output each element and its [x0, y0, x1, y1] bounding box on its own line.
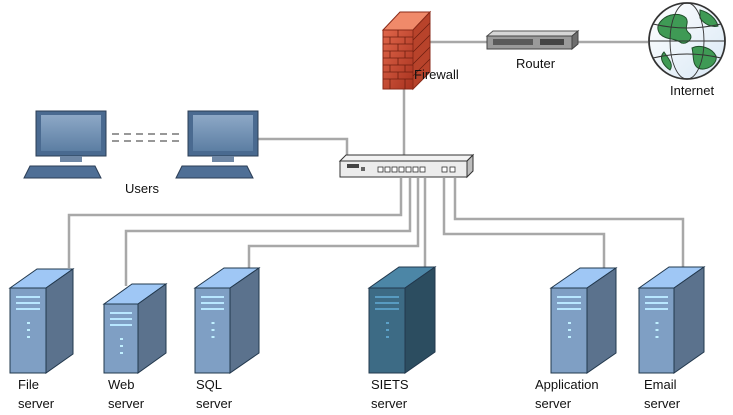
- application-server-icon: [549, 267, 618, 374]
- email-server-icon: [637, 266, 706, 374]
- file-server-label-line1: File: [18, 377, 39, 392]
- siets-server-label-line1: SIETS: [371, 377, 409, 392]
- servers-group: File server Web server SQL server SIETS server A…: [8, 266, 706, 411]
- email-server-label-line2: server: [644, 396, 681, 411]
- web-server-label-line1: Web: [108, 377, 135, 392]
- application-server-label-line1: Application: [535, 377, 599, 392]
- firewall-label: Firewall: [414, 67, 459, 82]
- router-label: Router: [516, 56, 556, 71]
- firewall-icon: [381, 10, 432, 91]
- file-server-icon: [8, 268, 75, 374]
- internet-label: Internet: [670, 83, 714, 98]
- wire-application-server: [442, 178, 606, 268]
- wire-email-server: [453, 178, 685, 268]
- wire-users-switch: [255, 137, 349, 157]
- file-server-label-line2: server: [18, 396, 55, 411]
- sql-server-label-line1: SQL: [196, 377, 222, 392]
- siets-server-label-line2: server: [371, 396, 408, 411]
- application-server-label-line2: server: [535, 396, 572, 411]
- users-label: Users: [125, 181, 159, 196]
- globe-icon: [648, 2, 726, 80]
- computer-icon-right: [175, 110, 259, 179]
- siets-server-icon: [367, 266, 437, 374]
- computer-icon-left: [23, 110, 107, 179]
- connection-lines: [67, 40, 685, 286]
- sql-server-label-line2: server: [196, 396, 233, 411]
- network-switch-icon: [338, 153, 475, 179]
- wire-web-server: [124, 178, 412, 286]
- web-server-label-line2: server: [108, 396, 145, 411]
- sql-server-icon: [193, 267, 261, 374]
- web-server-icon: [102, 283, 168, 374]
- router-icon: [485, 29, 580, 51]
- wire-sql-server: [247, 178, 420, 268]
- email-server-label-line1: Email: [644, 377, 677, 392]
- wire-file-server: [67, 178, 403, 268]
